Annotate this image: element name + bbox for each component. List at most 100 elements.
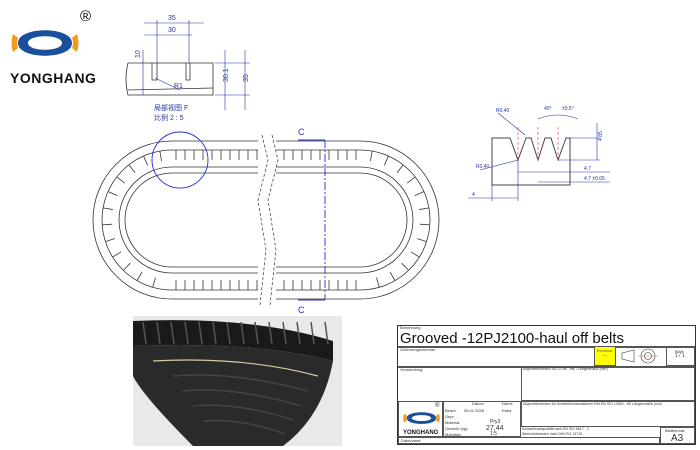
belt-tooth <box>416 238 427 243</box>
belt-tooth <box>376 277 380 288</box>
belt-tooth <box>419 223 430 226</box>
radius-bottom: R0.40 <box>476 164 490 170</box>
revision-label: Revision: <box>596 348 614 353</box>
title-block: Benennung: Grooved -12PJ2100-haul off be… <box>397 325 696 445</box>
belt-tooth <box>384 155 389 166</box>
dim-35-vertical: 35 <box>243 74 250 82</box>
depth-dim: 4.85 <box>598 131 604 141</box>
offset-dim: 4 <box>472 192 475 198</box>
photo-tooth <box>212 321 217 345</box>
scale-label: Maßstab: <box>445 432 462 437</box>
sheet-box: Blatt:1 / 1 <box>666 346 695 366</box>
photo-tooth <box>226 321 231 345</box>
detail-caption: 局部视图 F <box>154 103 188 112</box>
angle-dim: 40° <box>544 106 552 112</box>
sheet-label: Blatt: <box>675 349 685 354</box>
weight-label: Gewicht (kg): <box>445 426 469 431</box>
belt-tooth <box>407 176 416 184</box>
title-logo: ® YONGHANG <box>398 401 443 437</box>
revision-box: Revision:-- <box>594 346 616 366</box>
belt-tooth <box>143 155 148 166</box>
edges-note: Werkstückkanten nach DIN ISO 13715 <box>522 432 583 436</box>
belt-tooth <box>128 164 136 173</box>
dim-35: 35 <box>168 15 176 22</box>
photo-tooth <box>156 321 161 345</box>
belt-drawing: C C <box>92 127 440 315</box>
photo-tooth <box>170 321 175 345</box>
material-label: Material: <box>445 420 461 425</box>
photo-tooth <box>310 321 315 345</box>
usage-label: Verwendung: <box>400 367 424 372</box>
belt-tooth <box>419 207 430 210</box>
title-logo-name: YONGHANG <box>403 430 439 436</box>
belt-tooth <box>389 271 396 281</box>
dim-30-1: 30.1 <box>223 68 230 82</box>
belt-tooth <box>123 262 131 271</box>
filename-label: Dateiname: <box>401 438 422 443</box>
belt-tooth <box>102 207 113 210</box>
format-box: Blattformat:A3 <box>660 427 695 444</box>
belt-tooth <box>414 191 425 196</box>
sheet-value: 1 / 1 <box>675 353 685 360</box>
angle-tolerance: ±0.5° <box>562 106 574 112</box>
scale-value: 1:5 <box>490 431 497 437</box>
name-value: Ebba <box>502 408 512 413</box>
approval-table: Datum Name Bearb. 05.01.2026 Ebba Gepr. … <box>443 401 521 437</box>
filename-row: Dateiname: <box>398 437 660 444</box>
registered-mark: ® <box>80 8 92 25</box>
detail-view-drawing: 35 30 R1 30.1 35 10 局部视图 F 比例 2 : 5 <box>125 15 250 122</box>
groove-profile-drawing: R0.40 R0.40 40° ±0.5° 4.85 4.7 4.7 ±0.05… <box>468 106 610 201</box>
belt-photo <box>133 316 342 446</box>
photo-tooth <box>282 321 287 345</box>
belt-tooth <box>410 251 420 258</box>
col-date: Datum <box>472 401 484 406</box>
photo-tooth <box>142 321 147 345</box>
belt-tooth <box>105 238 116 243</box>
belt-tooth <box>401 262 409 271</box>
detail-scale: 比例 2 : 5 <box>154 113 184 122</box>
row-bearb: Bearb. <box>445 408 457 413</box>
dim-30: 30 <box>168 27 176 34</box>
date-value: 05.01.2026 <box>464 408 485 413</box>
photo-tooth <box>198 321 203 345</box>
revision-value: -- <box>603 353 607 360</box>
brand-name: YONGHANG <box>10 70 97 86</box>
photo-tooth <box>324 321 329 345</box>
dim-small: 10 <box>135 50 142 58</box>
col-name: Name <box>502 401 513 406</box>
material-value: Pry3 <box>490 419 501 425</box>
tolerance-header: Allgemeintoleranz ISO 2768 - mK / Längen… <box>523 367 608 371</box>
title-logo-registered: ® <box>435 403 440 409</box>
belt-tooth <box>107 191 118 196</box>
name-label: Benennung: <box>400 325 422 330</box>
format-label: Blattformat: <box>665 428 686 433</box>
belt-tooth <box>136 271 143 281</box>
section-mark-bottom: C <box>298 305 305 315</box>
belt-tooth <box>102 223 113 226</box>
pitch-tol-dim: 4.7 ±0.05 <box>584 176 605 182</box>
detail-circle-f <box>151 131 209 189</box>
format-value: A3 <box>671 433 684 444</box>
weld-quality: Schweißnahtqualität nach EN ISO 5817 - C <box>522 427 590 431</box>
projection-symbol <box>620 348 660 364</box>
brand-logo <box>11 30 79 56</box>
weld-tolerance-table: Allgemeintoleranz für Schweißkonstruktio… <box>521 401 695 427</box>
photo-tooth <box>268 321 273 345</box>
pitch-dim: 4.7 <box>584 166 591 172</box>
drawing-number-label: Zeichnungsnummer: <box>400 347 437 352</box>
radius-top: R0.40 <box>496 108 510 114</box>
weight-value: 27,44 <box>486 425 504 432</box>
tolerance-table: Allgemeintoleranz ISO 2768 - mK / Längen… <box>521 366 695 401</box>
photo-tooth <box>184 321 189 345</box>
section-mark-top: C <box>298 127 305 137</box>
dim-r1: R1 <box>174 83 183 90</box>
belt-tooth <box>396 164 404 173</box>
weld-header: Allgemeintoleranz für Schweißkonstruktio… <box>523 402 662 406</box>
row-gepr: Gepr. <box>445 414 455 419</box>
photo-tooth <box>296 321 301 345</box>
belt-tooth <box>152 277 156 288</box>
belt-tooth <box>116 176 125 184</box>
belt-tooth <box>370 150 373 161</box>
drawing-title: Grooved -12PJ2100-haul off belts <box>400 330 625 347</box>
belt-tooth <box>159 150 162 161</box>
